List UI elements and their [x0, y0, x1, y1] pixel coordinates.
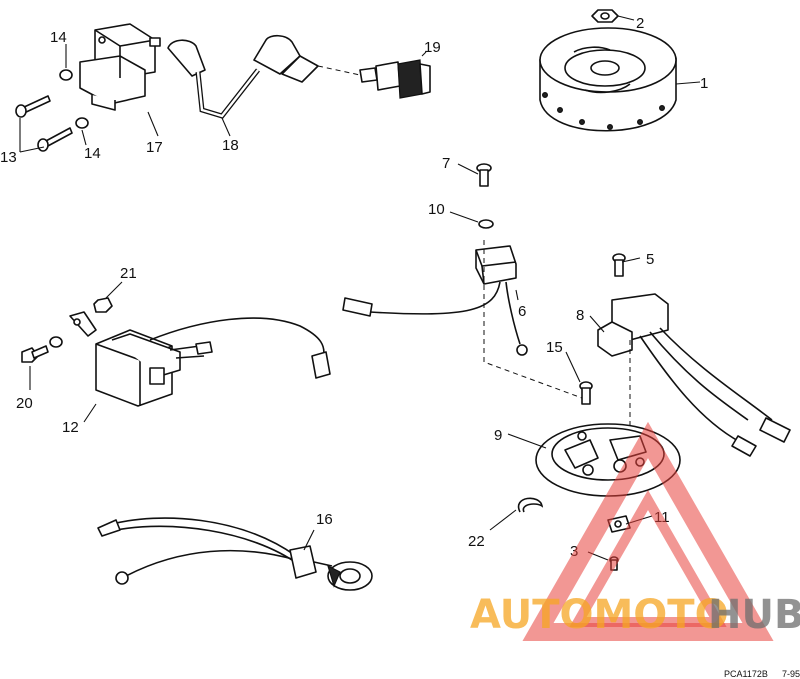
automotohub-watermark: AUTOMOTO HUB	[470, 421, 800, 641]
coil-mount-screw-part	[476, 163, 492, 187]
figure-reference-code: PCA1172B	[724, 669, 768, 679]
callout-13: 13	[0, 149, 17, 166]
coil-to-plate-guide	[483, 240, 583, 399]
watermark-triangle-icon	[522, 421, 774, 641]
charge-coil-part	[342, 245, 528, 356]
watermark-brand-part1: AUTOMOTO	[470, 592, 729, 638]
lockwasher-part	[478, 219, 494, 229]
figure-reference-date: 7-95	[782, 669, 800, 679]
callout-5: 5	[646, 251, 654, 268]
callout-19: 19	[424, 39, 441, 56]
sensor-coil-part	[597, 293, 791, 457]
callout-10: 10	[428, 201, 445, 218]
callout-16: 16	[316, 511, 333, 528]
callout-6: 6	[518, 303, 526, 320]
coil-screw-top-part	[15, 95, 51, 118]
power-pack-nut-part	[93, 297, 113, 313]
wire-clamp-part	[607, 515, 631, 533]
callout-22: 22	[468, 533, 485, 550]
callout-1: 1	[700, 75, 708, 92]
callout-14-top: 14	[50, 29, 67, 46]
washer-bottom-part	[75, 117, 89, 129]
flywheel-part	[539, 27, 677, 132]
power-pack-part	[69, 311, 331, 407]
retainer-clip-part	[517, 497, 544, 513]
plate-screw-part	[579, 381, 593, 405]
callout-7: 7	[442, 155, 450, 172]
wire-harness-part	[97, 517, 373, 591]
spark-plug-lead-part	[167, 34, 319, 119]
washer-top-part	[59, 69, 73, 81]
ignition-coil-part	[79, 23, 161, 111]
spark-plug-part	[359, 59, 431, 99]
sensor-screw-part	[612, 253, 626, 277]
power-pack-screw-part	[21, 336, 63, 363]
callout-2: 2	[636, 15, 644, 32]
callout-20: 20	[16, 395, 33, 412]
callout-15: 15	[546, 339, 563, 356]
lead-to-plug-guide	[317, 65, 361, 76]
flywheel-nut-part	[591, 9, 619, 23]
watermark-brand-part2: HUB	[708, 592, 800, 638]
callout-17: 17	[146, 139, 163, 156]
coil-screw-bottom-part	[37, 127, 73, 152]
callout-8: 8	[576, 307, 584, 324]
callout-14-bottom: 14	[84, 145, 101, 162]
callout-9: 9	[494, 427, 502, 444]
callout-18: 18	[222, 137, 239, 154]
callout-21: 21	[120, 265, 137, 282]
callout-12: 12	[62, 419, 79, 436]
